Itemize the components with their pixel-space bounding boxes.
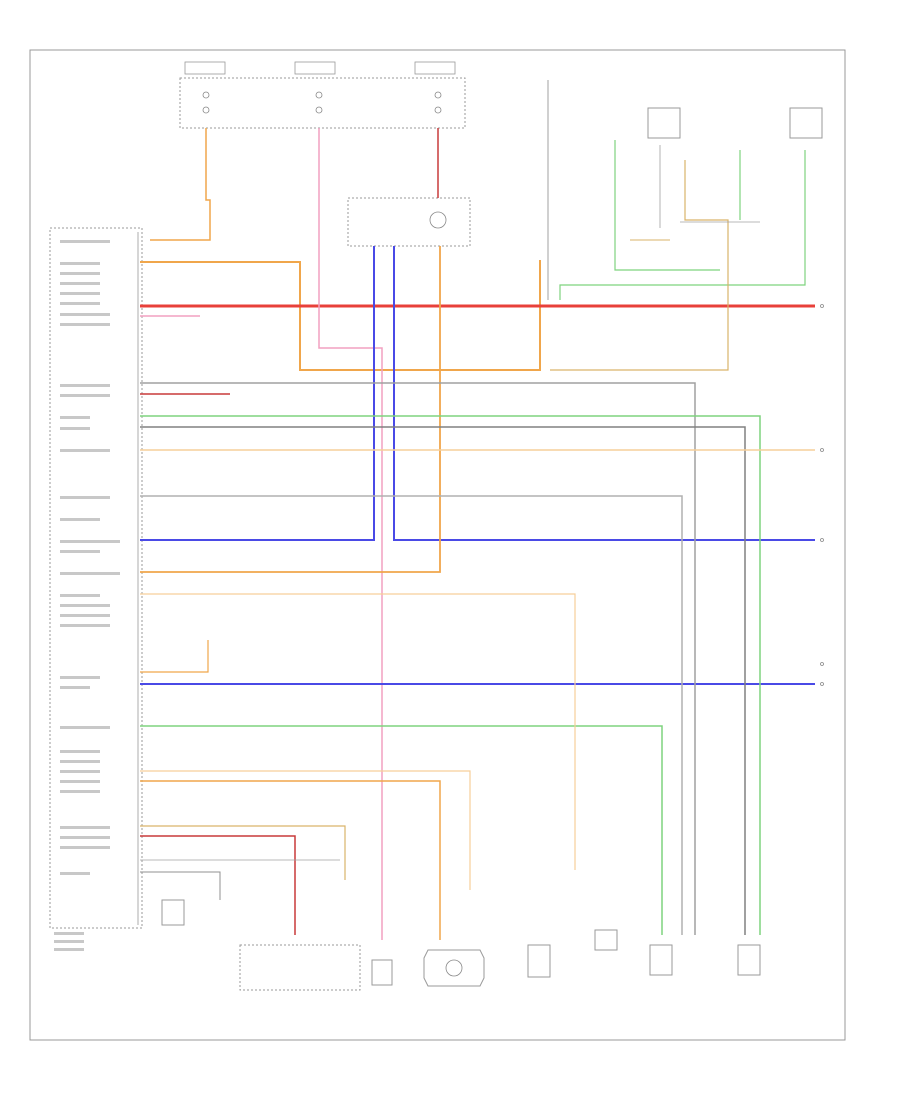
right-component-1 [647,107,681,139]
wire-orange-4 [140,640,209,673]
bottom-components [161,899,761,991]
wire-green-4 [559,150,806,300]
fuse-block [179,61,466,129]
sensor-3 [594,929,618,951]
throttle-body [423,949,485,987]
wire-blue-2 [393,246,815,541]
wires [140,80,815,940]
wire-gray-3 [140,495,683,935]
diagram-frame [29,49,846,1041]
wire-tan-1 [550,160,729,371]
pressure-sensor [737,944,761,976]
fuse-2 [315,91,323,114]
wire-green-1 [140,415,761,935]
wire-green-2 [140,725,663,935]
wire-orange-3 [140,246,441,573]
wire-gray-1 [140,382,696,935]
wire-lightorange-2 [140,593,576,870]
ground-symbol [161,899,185,926]
relay-group [239,944,361,991]
wire-blue-1 [140,246,375,541]
fuse-1 [202,91,210,114]
sensor-1 [371,959,393,986]
wire-tan-2 [140,825,346,880]
wire-pink-1 [318,128,383,940]
wire-green-3 [614,140,720,271]
wire-gray-2 [140,426,746,935]
right-component-2 [789,107,823,139]
wire-lightorange-3 [140,770,471,890]
wire-lightorange-4 [140,780,441,940]
wire-gray-4 [140,871,221,900]
sensor-2 [527,944,551,978]
wire-orange-1 [140,260,541,371]
fuse-3 [434,91,442,114]
wire-orange-2 [150,128,211,241]
label-marks [54,240,120,951]
wire-darkred-3 [140,835,296,935]
right-edge-markers [820,304,824,686]
fuel-tank-sensor [649,944,673,976]
ecm-connector [49,227,143,929]
instrument-cluster [347,197,471,247]
